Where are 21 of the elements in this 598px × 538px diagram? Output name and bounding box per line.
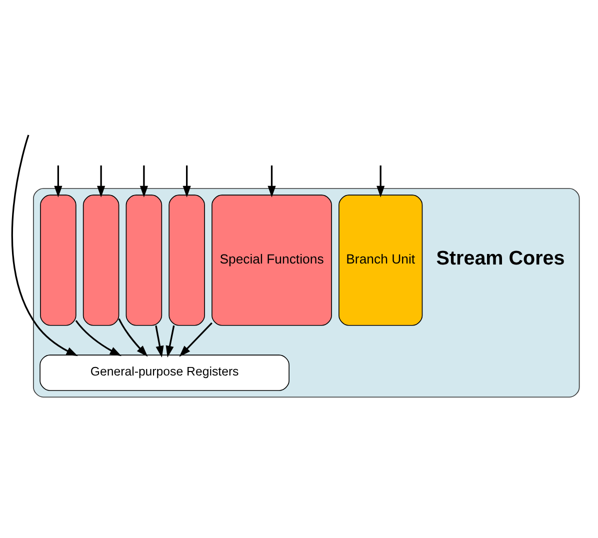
- arrow: [118, 318, 148, 357]
- node-box: General-purpose Registers: [40, 354, 290, 391]
- arrow: [155, 325, 164, 358]
- node-box: [40, 194, 76, 326]
- arrow: [166, 325, 175, 358]
- arrow: [140, 165, 148, 198]
- cluster: [33, 188, 580, 398]
- arrow: [97, 165, 106, 198]
- node-box: [82, 194, 120, 326]
- arrow: [54, 165, 62, 198]
- label: Stream Cores: [436, 248, 565, 270]
- node-box: [126, 194, 162, 326]
- arrow: [75, 320, 122, 356]
- arrow: [268, 165, 276, 198]
- node-box: [168, 194, 205, 326]
- arrow: [179, 322, 212, 357]
- node-box: Special Functions: [212, 194, 332, 326]
- arrow: [182, 165, 191, 198]
- arrow: [11, 134, 78, 356]
- arrow: [376, 165, 385, 198]
- node-box: Branch Unit: [338, 194, 423, 326]
